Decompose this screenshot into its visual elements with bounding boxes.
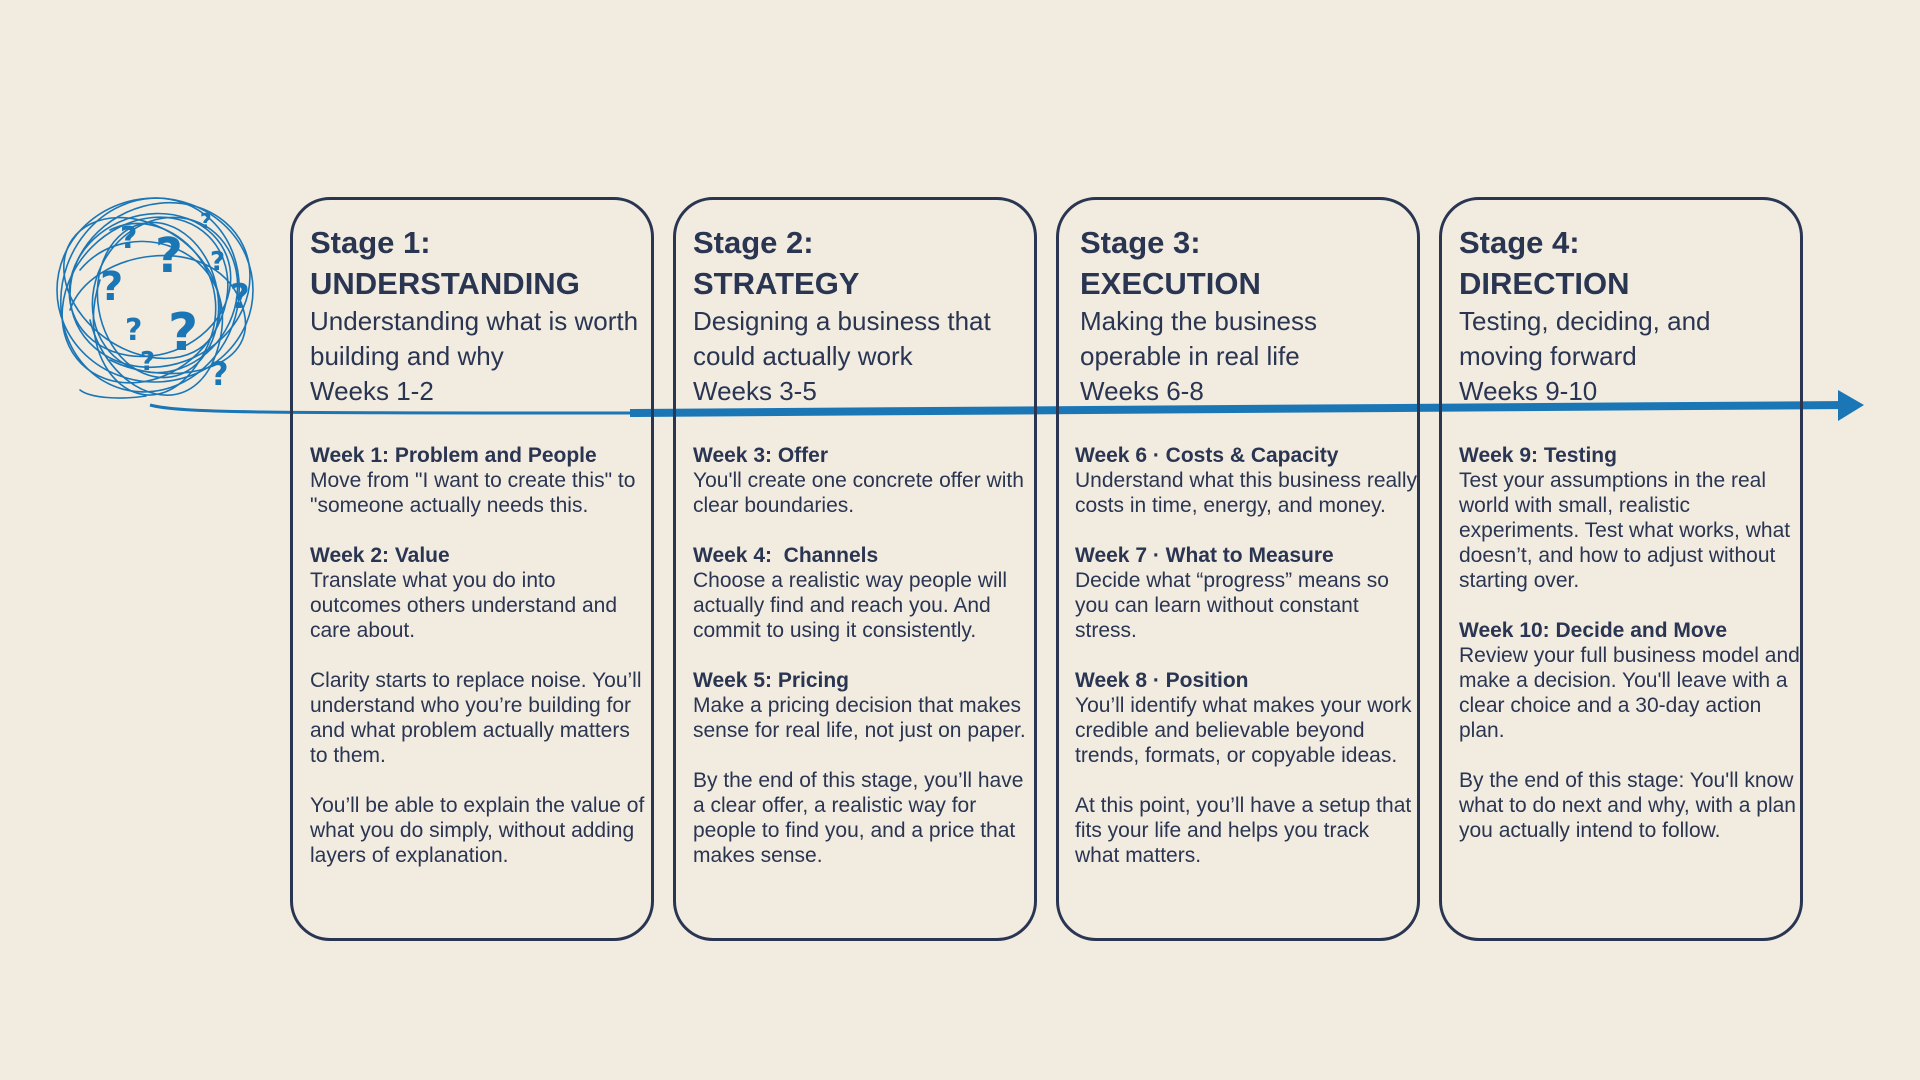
stage-description: Testing, deciding, and moving forward [1459, 306, 1711, 371]
stage-weeks: Weeks 1-2 [310, 376, 434, 406]
week-title: Week 1: Problem and People [310, 444, 597, 467]
week-title: Week 6 · Costs & Capacity [1075, 444, 1339, 467]
week-item: Week 10: Decide and Move Review your ful… [1459, 618, 1801, 743]
svg-text:?: ? [155, 228, 183, 284]
week-title: Week 8 · Position [1075, 669, 1249, 692]
week-title: Week 4: Channels [693, 544, 879, 567]
stage-summary: Clarity starts to replace noise. You’ll … [310, 669, 642, 767]
week-text: Understand what this business really cos… [1075, 469, 1418, 517]
stage-card-direction: Stage 4: DIRECTION Testing, deciding, an… [1439, 197, 1803, 941]
stage-name: STRATEGY [693, 266, 860, 301]
week-title: Week 2: Value [310, 544, 450, 567]
week-text: Make a pricing decision that makes sense… [693, 694, 1026, 742]
week-title: Week 7 · What to Measure [1075, 544, 1334, 567]
week-item: Week 7 · What to Measure Decide what “pr… [1075, 543, 1417, 643]
svg-text:?: ? [210, 355, 229, 393]
svg-text:?: ? [100, 264, 123, 310]
stage-description: Making the business operable in real lif… [1080, 306, 1318, 371]
stage-summary: By the end of this stage: You'll know wh… [1459, 769, 1796, 842]
week-text: You'll create one concrete offer with cl… [693, 469, 1024, 517]
svg-text:?: ? [168, 303, 198, 363]
week-item: Week 2: Value Translate what you do into… [310, 543, 652, 643]
stage-summary: By the end of this stage, you’ll have a … [693, 769, 1024, 867]
week-item: Week 8 · Position You’ll identify what m… [1075, 668, 1417, 768]
stage-label: Stage 4: [1459, 225, 1580, 260]
stage-weeks: Weeks 3-5 [693, 376, 817, 406]
stage-summary: You’ll be able to explain the value of w… [310, 794, 645, 867]
stage-body: Week 1: Problem and People Move from "I … [310, 443, 652, 893]
stage-label: Stage 2: [693, 225, 814, 260]
week-text: Choose a realistic way people will actua… [693, 569, 1007, 642]
week-title: Week 5: Pricing [693, 669, 850, 692]
stage-name: EXECUTION [1080, 266, 1261, 301]
svg-text:?: ? [140, 347, 155, 377]
stage-description: Designing a business that could actually… [693, 306, 991, 371]
stage-description: Understanding what is worth building and… [310, 306, 639, 371]
stage-label: Stage 1: [310, 225, 431, 260]
stage-card-strategy: Stage 2: STRATEGY Designing a business t… [673, 197, 1037, 941]
stage-card-execution: Stage 3: EXECUTION Making the business o… [1056, 197, 1420, 941]
svg-text:?: ? [120, 221, 137, 256]
stage-weeks: Weeks 9-10 [1459, 376, 1598, 406]
svg-text:?: ? [200, 209, 212, 233]
week-text: You’ll identify what makes your work cre… [1075, 694, 1412, 767]
week-text: Translate what you do into outcomes othe… [310, 569, 618, 642]
week-text: Test your assumptions in the real world … [1459, 469, 1791, 592]
stage-summary: At this point, you’ll have a setup that … [1075, 794, 1412, 867]
week-item: Week 9: Testing Test your assumptions in… [1459, 443, 1801, 593]
week-item: Week 4: Channels Choose a realistic way … [693, 543, 1035, 643]
stage-name: UNDERSTANDING [310, 266, 580, 301]
stage-label: Stage 3: [1080, 225, 1201, 260]
stage-weeks: Weeks 6-8 [1080, 376, 1204, 406]
week-item: Week 1: Problem and People Move from "I … [310, 443, 652, 518]
week-title: Week 9: Testing [1459, 444, 1617, 467]
stage-name: DIRECTION [1459, 266, 1630, 301]
tangled-question-marks-icon: ? ? ? ? ? ? ? ? ? ? [56, 197, 254, 399]
week-title: Week 3: Offer [693, 444, 828, 467]
stage-body: Week 9: Testing Test your assumptions in… [1459, 443, 1801, 868]
right-arrow-icon [1838, 390, 1864, 421]
week-title: Week 10: Decide and Move [1459, 619, 1728, 642]
stage-body: Week 6 · Costs & Capacity Understand wha… [1075, 443, 1417, 893]
stage-body: Week 3: Offer You'll create one concrete… [693, 443, 1035, 893]
stage-card-understanding: Stage 1: UNDERSTANDING Understanding wha… [290, 197, 654, 941]
week-text: Move from "I want to create this" to "so… [310, 469, 636, 517]
svg-text:?: ? [125, 313, 142, 348]
week-text: Decide what “progress” means so you can … [1075, 569, 1389, 642]
svg-text:?: ? [230, 277, 250, 317]
svg-text:?: ? [210, 247, 225, 277]
week-item: Week 6 · Costs & Capacity Understand wha… [1075, 443, 1417, 518]
week-text: Review your full business model and make… [1459, 644, 1800, 742]
week-item: Week 5: Pricing Make a pricing decision … [693, 668, 1035, 743]
week-item: Week 3: Offer You'll create one concrete… [693, 443, 1035, 518]
